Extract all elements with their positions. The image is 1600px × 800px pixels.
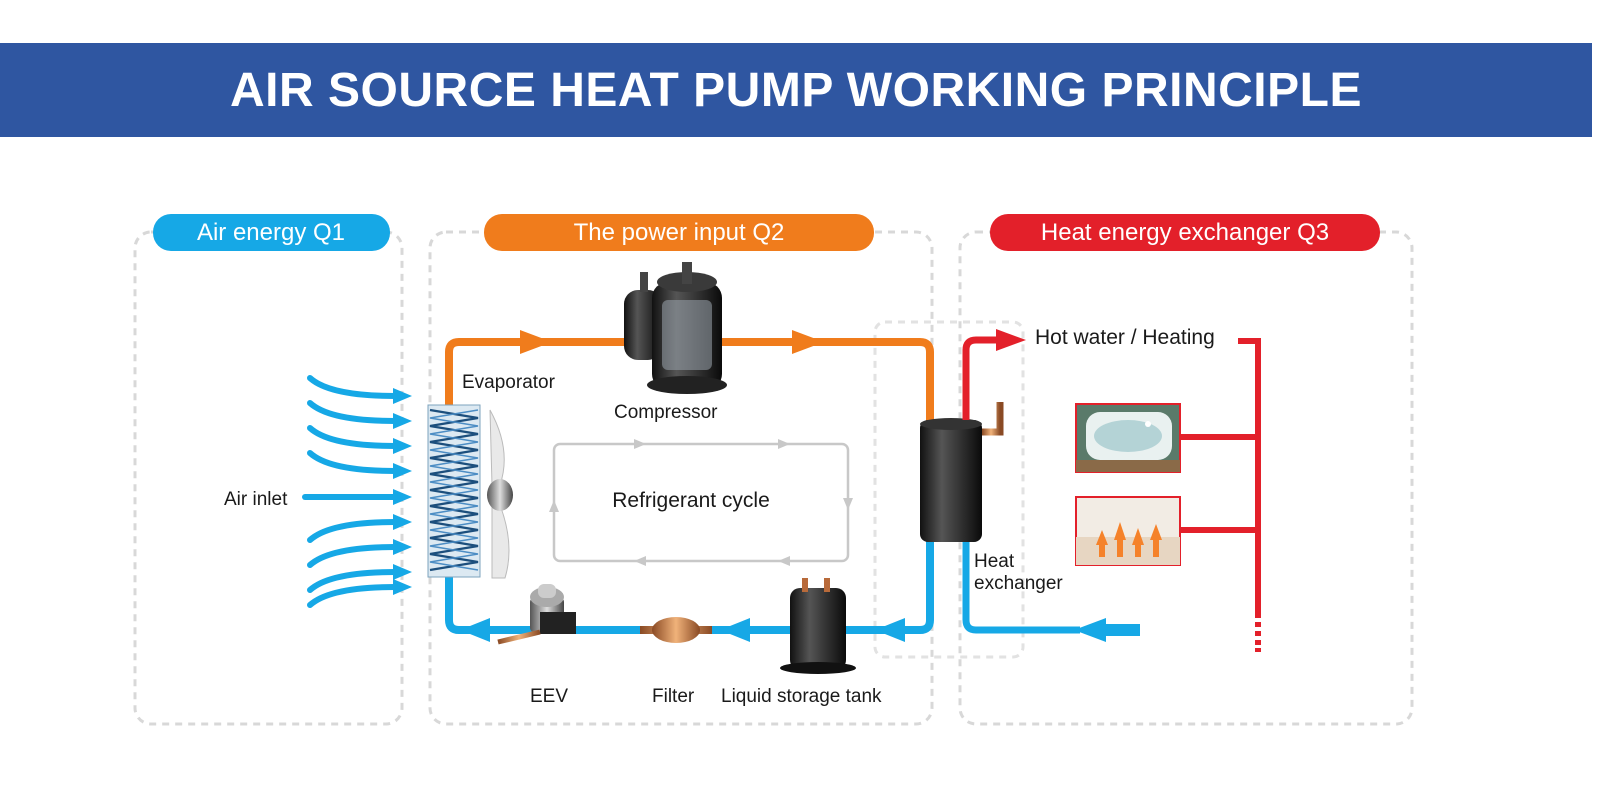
liquid-arrow-3 <box>460 618 490 642</box>
heat-exchanger-label-line2: exchanger <box>974 573 1063 594</box>
section-box-air <box>133 230 404 726</box>
bathtub-image <box>1075 403 1181 473</box>
liquid-arrow-2 <box>720 618 750 642</box>
manifold-dashes <box>1255 622 1261 652</box>
section-pill-air-label: Air energy Q1 <box>197 219 345 246</box>
section-pill-power: The power input Q2 <box>484 214 874 251</box>
filter-label: Filter <box>652 686 695 707</box>
liquid-return-pipe <box>445 540 934 634</box>
hot-water-arrow <box>996 329 1026 351</box>
refrigerant-cycle-label: Refrigerant cycle <box>612 489 770 512</box>
hot-water-pipe <box>962 336 1000 420</box>
section-pill-air: Air energy Q1 <box>153 214 390 251</box>
fan-image <box>487 409 513 579</box>
heating-manifold <box>1180 338 1261 618</box>
heat-exchanger-label-line1: Heat <box>974 551 1015 572</box>
cold-water-return-pipe <box>962 542 1080 634</box>
liquid-tank-label: Liquid storage tank <box>721 686 882 707</box>
title-banner: AIR SOURCE HEAT PUMP WORKING PRINCIPLE <box>0 43 1592 137</box>
section-pill-heat: Heat energy exchanger Q3 <box>990 214 1380 251</box>
eev-image <box>497 584 576 676</box>
cold-water-inlet-bar <box>1100 624 1140 636</box>
heat-exchanger-image <box>920 402 1012 542</box>
evaporator-coil-image <box>427 404 481 578</box>
air-inlet-arrows <box>302 375 398 608</box>
liquid-storage-tank-image <box>780 578 856 674</box>
hot-gas-arrow-1 <box>520 330 552 354</box>
evaporator-label: Evaporator <box>462 372 556 393</box>
air-inlet-label: Air inlet <box>224 489 288 510</box>
hot-gas-arrow-2 <box>792 330 824 354</box>
refrigerant-cycle-loop <box>549 439 853 566</box>
floor-heating-image <box>1075 496 1181 566</box>
filter-image <box>640 617 712 643</box>
eev-label: EEV <box>530 686 568 707</box>
air-inlet-arrowheads <box>393 388 412 595</box>
section-box-heat <box>958 230 1414 726</box>
cold-water-arrow <box>1074 618 1106 642</box>
liquid-arrow-1 <box>875 618 905 642</box>
page-title: AIR SOURCE HEAT PUMP WORKING PRINCIPLE <box>230 63 1362 117</box>
section-pill-power-label: The power input Q2 <box>574 219 785 246</box>
hot-water-label: Hot water / Heating <box>1035 326 1215 349</box>
compressor-image <box>624 262 727 394</box>
heat-exchanger-box <box>873 320 1025 659</box>
compressor-label: Compressor <box>614 402 718 423</box>
section-pill-heat-label: Heat energy exchanger Q3 <box>1041 219 1329 246</box>
